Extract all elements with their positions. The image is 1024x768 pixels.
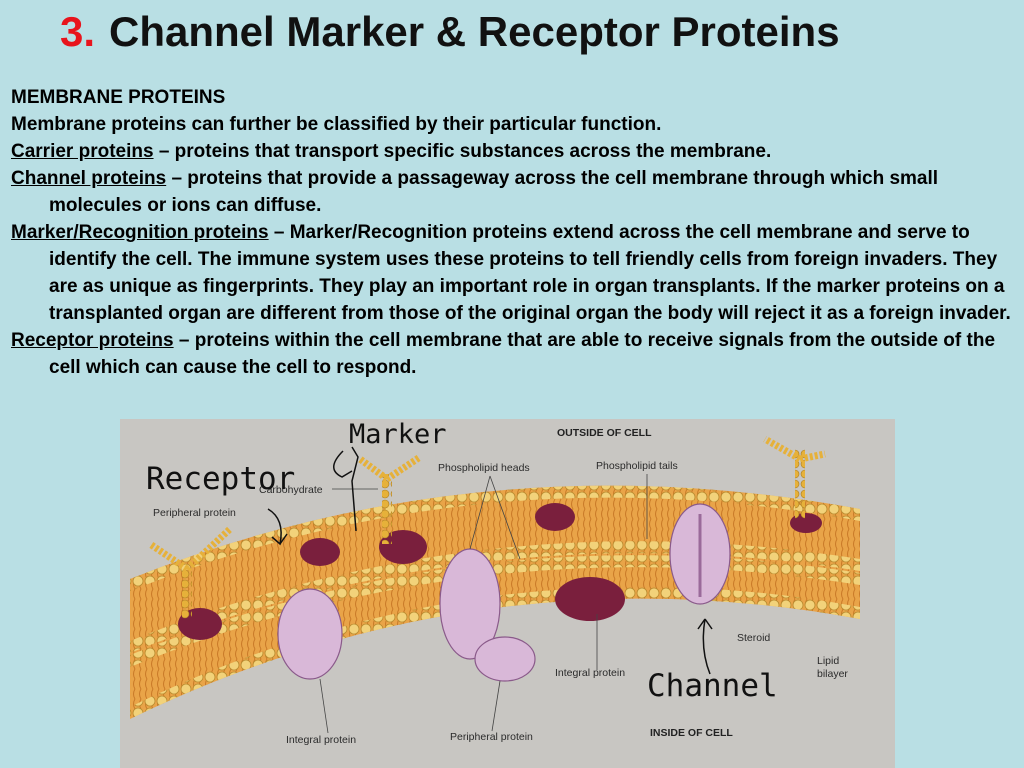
definition-text: – proteins that transport specific subst… <box>153 141 772 162</box>
definition-text: – Marker/Recognition proteins extend acr… <box>49 222 1011 324</box>
definition-channel: Channel proteins – proteins that provide… <box>11 165 1011 219</box>
label-peripheral-protein-bottom: Peripheral protein <box>450 731 533 743</box>
arrow-channel-icon <box>697 618 713 675</box>
label-lipid-bilayer-line2: bilayer <box>817 668 848 680</box>
slide-title: 3. Channel Marker & Receptor Proteins <box>60 8 840 56</box>
label-carbohydrate: Carbohydrate <box>259 484 323 496</box>
handwritten-arrows <box>267 446 713 675</box>
definition-receptor: Receptor proteins – proteins within the … <box>11 327 1011 381</box>
peripheral-protein-top <box>300 538 340 566</box>
cell-membrane-diagram: OUTSIDE OF CELL INSIDE OF CELL Phospholi… <box>120 419 895 768</box>
label-integral-protein-middle: Integral protein <box>555 667 625 679</box>
term-marker-proteins: Marker/Recognition proteins <box>11 222 269 243</box>
label-leader-lines <box>319 474 648 734</box>
slide-title-text: Channel Marker & Receptor Proteins <box>109 8 840 55</box>
section-heading: MEMBRANE PROTEINS <box>11 87 226 108</box>
intro-text: Membrane proteins can further be classif… <box>11 114 662 135</box>
slide-content: MEMBRANE PROTEINS Membrane proteins can … <box>11 84 1011 381</box>
definition-text: – proteins that provide a passageway acr… <box>49 168 939 216</box>
term-receptor-proteins: Receptor proteins <box>11 330 174 351</box>
handwritten-marker: Marker <box>349 419 447 450</box>
label-peripheral-protein-top: Peripheral protein <box>153 507 236 519</box>
label-phospholipid-heads: Phospholipid heads <box>438 462 530 474</box>
membrane-proteins <box>178 503 822 682</box>
arrow-marker-icon <box>333 450 353 478</box>
label-steroid: Steroid <box>737 632 770 644</box>
carbohydrate-chains <box>148 435 826 619</box>
label-lipid-bilayer-line1: Lipid <box>817 655 839 667</box>
bracket-marker-icon <box>351 446 359 532</box>
term-channel-proteins: Channel proteins <box>11 168 167 189</box>
handwritten-receptor: Receptor <box>146 461 295 497</box>
label-outside-of-cell: OUTSIDE OF CELL <box>557 427 652 439</box>
integral-protein-left <box>277 588 343 680</box>
peripheral-protein-bottom <box>474 636 536 682</box>
handwritten-channel: Channel <box>647 668 778 704</box>
cell-membrane-figure: OUTSIDE OF CELL INSIDE OF CELL Phospholi… <box>120 419 895 768</box>
definition-carrier: Carrier proteins – proteins that transpo… <box>11 138 1011 165</box>
label-integral-protein-bottom: Integral protein <box>286 734 356 746</box>
label-phospholipid-tails: Phospholipid tails <box>596 460 678 472</box>
term-carrier-proteins: Carrier proteins <box>11 141 154 162</box>
peripheral-protein-far-right <box>790 513 822 533</box>
arrow-receptor-icon <box>267 508 288 546</box>
definition-marker: Marker/Recognition proteins – Marker/Rec… <box>11 219 1011 327</box>
slide-number: 3. <box>60 8 96 55</box>
definition-text: – proteins within the cell membrane that… <box>49 330 996 378</box>
peripheral-protein-outside <box>535 503 575 531</box>
label-inside-of-cell: INSIDE OF CELL <box>650 727 733 739</box>
integral-protein-right <box>555 577 625 621</box>
